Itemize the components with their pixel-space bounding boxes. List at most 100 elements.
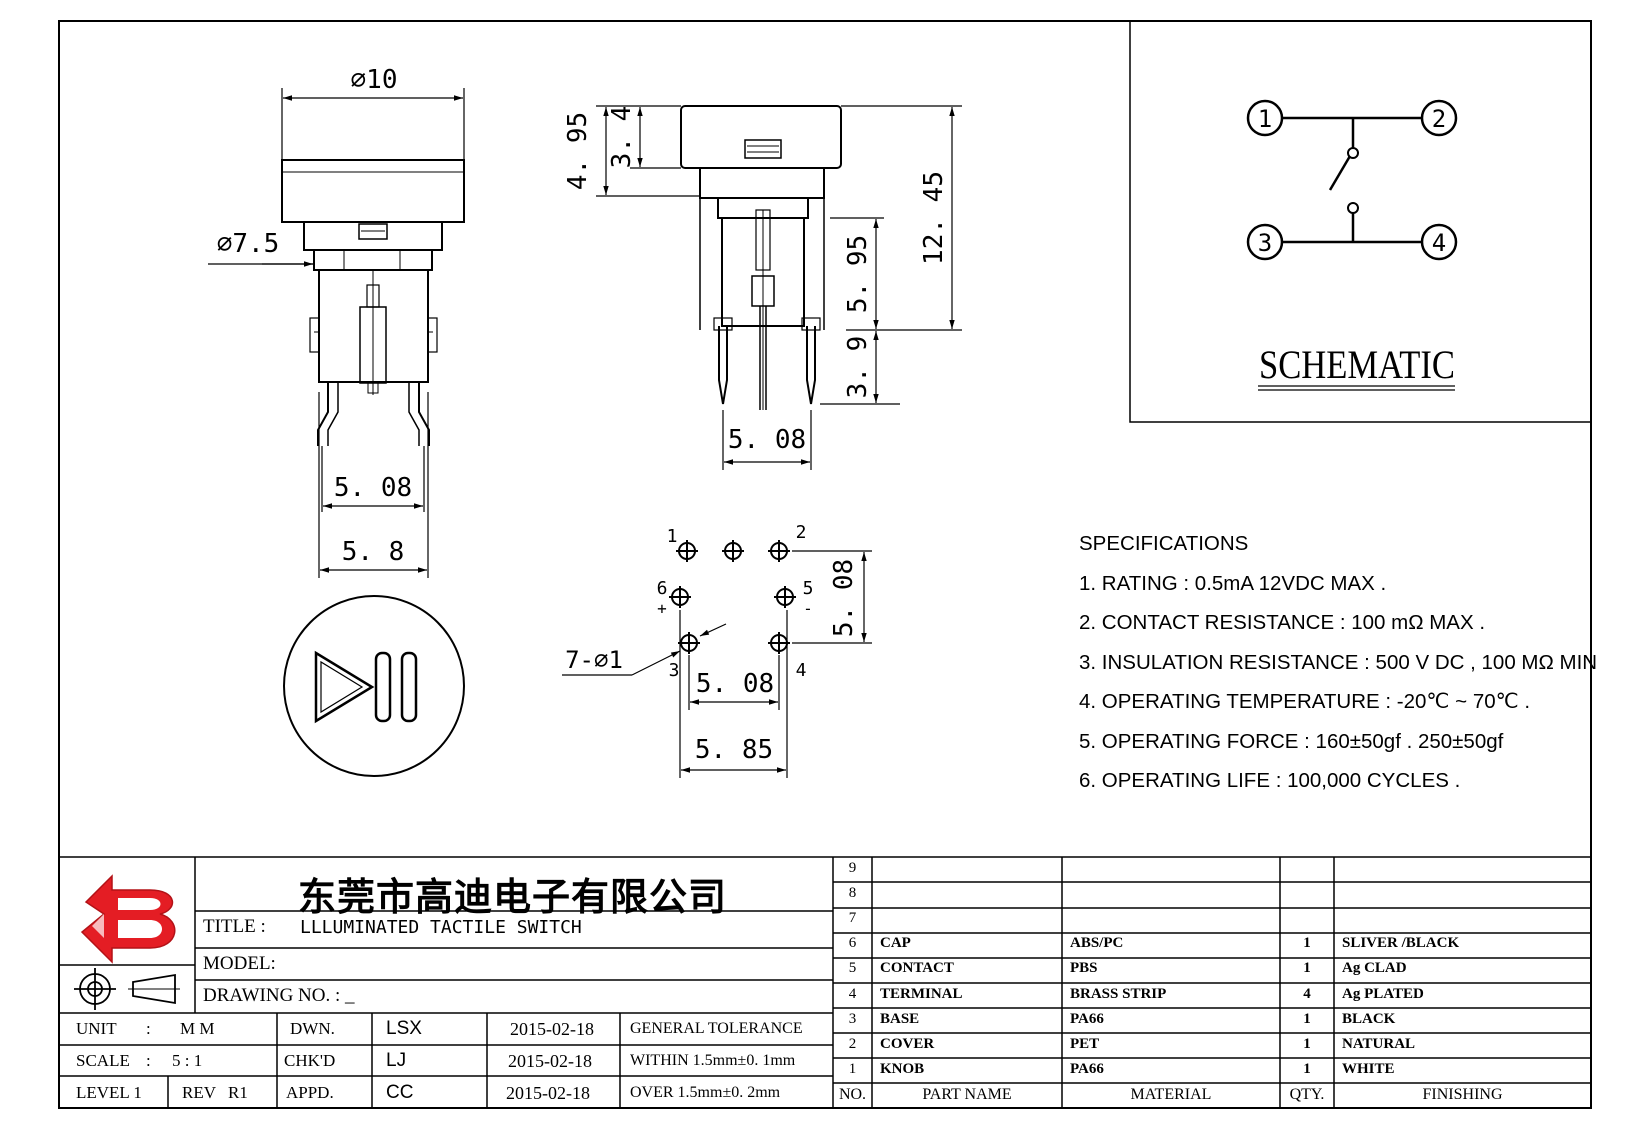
- bom-row-qty: 1: [1303, 960, 1311, 977]
- side-dimension-lines: [208, 88, 465, 578]
- bom-row-no: 7: [848, 910, 857, 927]
- pin-minus-label: -: [803, 599, 813, 618]
- dim-front-pitch: 5. 08: [728, 425, 806, 455]
- dim-foot-width: 5. 85: [695, 735, 773, 765]
- dim-side-mid-dia: ⌀7.5: [217, 229, 280, 259]
- specifications-heading: SPECIFICATIONS: [1079, 532, 1249, 555]
- bom-row-qty: 1: [1303, 1060, 1311, 1077]
- bom-row-finishing: BLACK: [1342, 1010, 1396, 1027]
- bom-row-material: BRASS STRIP: [1070, 985, 1167, 1002]
- bom-row-qty: 4: [1303, 985, 1311, 1002]
- bom-row-no: 2: [848, 1035, 857, 1052]
- bom-row-no: 6: [848, 935, 857, 952]
- bom-header-material: MATERIAL: [1130, 1086, 1212, 1103]
- company-logo: [80, 874, 176, 964]
- dwn-name: LSX: [386, 1018, 422, 1039]
- tolerance-over: OVER 1.5mm±0. 2mm: [630, 1084, 781, 1101]
- schematic-pin-3: 3: [1258, 229, 1272, 257]
- pcb-footprint: [669, 540, 796, 654]
- bom-row-finishing: Ag PLATED: [1342, 985, 1424, 1002]
- bom-row-part: COVER: [880, 1035, 935, 1052]
- title-block-grid: [59, 856, 1591, 1108]
- bom-row-qty: 1: [1303, 935, 1311, 952]
- bom-row-part: TERMINAL: [880, 985, 963, 1002]
- level-label: LEVEL 1: [76, 1083, 142, 1102]
- unit-value: M M: [180, 1019, 215, 1038]
- pin-plus-label: +: [657, 599, 667, 618]
- bom-row-no: 5: [848, 960, 857, 977]
- bom-row-no: 1: [848, 1060, 857, 1077]
- tolerance-heading: GENERAL TOLERANCE: [630, 1020, 803, 1037]
- bom-header-finishing: FINISHING: [1422, 1086, 1503, 1103]
- bom-row-qty: 1: [1303, 1010, 1311, 1027]
- spec-item-6: 6. OPERATING LIFE : 100,000 CYCLES .: [1079, 769, 1461, 792]
- schematic-frame: [1129, 20, 1592, 423]
- bom-row-qty: 1: [1303, 1035, 1311, 1052]
- dim-front-overall: 12. 45: [919, 171, 949, 265]
- bom-header-qty: QTY.: [1289, 1086, 1325, 1103]
- bom-row-no: 9: [848, 860, 857, 876]
- front-view: [680, 105, 842, 410]
- schematic-diagram: [1246, 99, 1458, 261]
- scale-sep: :: [146, 1051, 151, 1070]
- bom-row-material: PA66: [1070, 1010, 1104, 1027]
- footprint-dimension-lines: [562, 550, 872, 778]
- drawing-no-label: DRAWING NO. : _: [203, 985, 355, 1006]
- chk-date: 2015-02-18: [508, 1051, 592, 1071]
- appd-date: 2015-02-18: [506, 1083, 590, 1103]
- bom-row-finishing: SLIVER /BLACK: [1342, 935, 1460, 952]
- appd-label: APPD.: [286, 1083, 334, 1102]
- pin-label-5: 5: [803, 578, 814, 599]
- schematic-label: SCHEMATIC: [1259, 342, 1455, 387]
- pad-center-top: [722, 540, 744, 562]
- schematic-pin-2: 2: [1432, 105, 1446, 133]
- rev-label: REV: [182, 1083, 216, 1102]
- dim-side-body: 5. 8: [342, 537, 405, 567]
- dim-foot-hole: 7-⌀1: [565, 646, 623, 674]
- bom-row-part: CAP: [880, 935, 911, 952]
- bom-row-finishing: WHITE: [1342, 1060, 1395, 1077]
- bom-row-material: PA66: [1070, 1060, 1104, 1077]
- dwn-label: DWN.: [290, 1019, 335, 1038]
- rev-value: R1: [228, 1083, 248, 1102]
- pad-2: [768, 540, 790, 562]
- dwn-date: 2015-02-18: [510, 1019, 594, 1039]
- dim-foot-pitch-h: 5. 08: [696, 669, 774, 699]
- schematic-pin-1: 1: [1258, 105, 1272, 133]
- dim-front-pin: 3. 9: [843, 336, 873, 399]
- pin-label-1: 1: [667, 526, 678, 547]
- pad-3: [678, 632, 700, 654]
- bom-row-no: 3: [848, 1010, 857, 1027]
- pin-label-6: 6: [657, 578, 668, 599]
- bom-row-material: PBS: [1070, 960, 1098, 977]
- dim-side-pitch: 5. 08: [334, 473, 412, 503]
- specifications-block: SPECIFICATIONS 1. RATING : 0.5mA 12VDC M…: [1079, 524, 1597, 801]
- pad-5: [774, 586, 796, 608]
- spec-item-2: 2. CONTACT RESISTANCE : 100 mΩ MAX .: [1079, 611, 1486, 634]
- bom-row-material: PET: [1070, 1035, 1100, 1052]
- bom-row-no: 4: [848, 985, 857, 1002]
- chk-name: LJ: [386, 1050, 407, 1071]
- bom-header-no: NO.: [838, 1086, 867, 1103]
- front-dimension-lines: [596, 105, 962, 470]
- pin-label-3: 3: [669, 660, 680, 681]
- bom-row-material: ABS/PC: [1070, 935, 1124, 952]
- bom-row-no: 8: [848, 885, 857, 902]
- dim-front-cap: 3. 4: [607, 106, 637, 169]
- dim-side-top-dia: ⌀10: [351, 65, 398, 95]
- bom-header-part: PART NAME: [922, 1086, 1012, 1103]
- side-view: [281, 159, 465, 446]
- model-label: MODEL:: [203, 953, 276, 974]
- pin-label-2: 2: [796, 522, 807, 543]
- chk-label: CHK'D: [284, 1051, 336, 1070]
- bom-row-part: CONTACT: [880, 960, 954, 977]
- spec-item-1: 1. RATING : 0.5mA 12VDC MAX .: [1079, 571, 1387, 595]
- bom-row-finishing: Ag CLAD: [1342, 960, 1407, 977]
- spec-item-5: 5. OPERATING FORCE : 160±50gf . 250±50gf: [1079, 729, 1504, 753]
- title-label: TITLE :: [203, 916, 266, 937]
- button-face-view: [283, 595, 465, 777]
- drawing-border: [58, 20, 1592, 1109]
- bom-row-finishing: NATURAL: [1342, 1035, 1416, 1052]
- schematic-pin-4: 4: [1432, 229, 1446, 257]
